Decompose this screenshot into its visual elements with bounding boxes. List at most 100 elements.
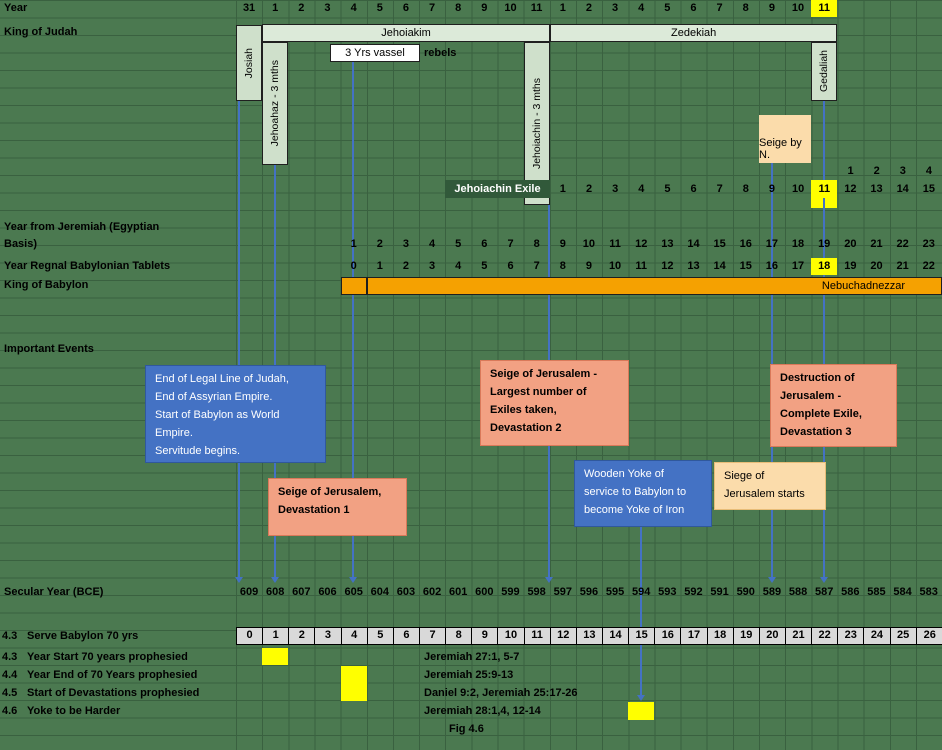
regnal-year-cell: 14: [713, 260, 726, 272]
year-cell: 3: [611, 2, 619, 14]
seige-by-n-box: Seige by N.: [759, 115, 812, 163]
serve-year-cell: 1: [263, 628, 290, 644]
jehoahaz-box: Jehoahaz - 3 mths: [262, 42, 289, 165]
year-row-label: Year: [4, 2, 28, 14]
year-cell: 8: [742, 2, 749, 14]
jeremiah-year-cell: 6: [481, 238, 488, 250]
jeremiah-year-cell: 23: [922, 238, 935, 250]
serve-year-cell: 23: [838, 628, 865, 644]
serve-year-cell: 13: [577, 628, 603, 644]
jeremiah-year-cell: 19: [818, 238, 831, 250]
regnal-year-cell: 18: [811, 258, 838, 275]
josiah-box: Josiah: [236, 25, 263, 101]
regnal-year-cell: 22: [922, 260, 935, 272]
year-cell: 9: [481, 2, 488, 14]
regnal-year-cell: 4: [455, 260, 462, 272]
serve-year-cell: 4: [342, 628, 368, 644]
serve-year-cell: 3: [315, 628, 342, 644]
secular-year-label: Secular Year (BCE): [4, 586, 104, 598]
year-cell: 7: [428, 2, 436, 14]
secular-year-cell: 584: [893, 586, 912, 598]
event-siege-starts-box: Siege of Jerusalem starts: [714, 462, 826, 510]
serve-year-cell: 22: [812, 628, 839, 644]
jeremiah-year-cell: 12: [635, 238, 648, 250]
secular-year-cell: 609: [239, 586, 259, 598]
row-year-end-70: 4.4 Year End of 70 Years prophesied Jere…: [0, 666, 942, 684]
year-cell: 4: [638, 2, 645, 14]
exile-year-cell: 1: [559, 183, 566, 195]
row-number: 4.5: [2, 687, 18, 699]
serve-year-cell: 10: [498, 628, 525, 644]
regnal-year-cell: 3: [429, 260, 436, 272]
event-legal-line-box: End of Legal Line of Judah, End of Assyr…: [145, 365, 326, 463]
gedaliah-label: Gedaliah: [818, 50, 831, 93]
jehoiachin-label: Jehoiachin - 3 mths: [530, 77, 543, 170]
serve-year-cell: 5: [368, 628, 394, 644]
year-cell: 6: [402, 2, 409, 14]
post-destruction-year-cell: 1: [847, 165, 854, 177]
regnal-year-cell: 5: [481, 260, 488, 272]
nebuchadnezzar-reign-band: Nebuchadnezzar: [366, 277, 942, 295]
year-cell: 7: [716, 2, 723, 14]
secular-year-cell: 604: [370, 586, 389, 598]
serve-year-cell: 20: [760, 628, 786, 644]
secular-year-cell: 602: [422, 586, 442, 598]
regnal-year-cell: 15: [739, 260, 752, 272]
regnal-year-cell: 7: [533, 260, 540, 272]
serve-year-cell: 12: [551, 628, 577, 644]
jehoiakim-reign-band: Jehoiakim: [262, 24, 550, 42]
regnal-year-cell: 20: [870, 260, 883, 272]
jehoiachin-exile-header: Jehoiachin Exile: [445, 180, 550, 198]
jeremiah-year-cell: 1: [350, 238, 357, 250]
serve-row-label: Serve Babylon 70 yrs: [27, 630, 139, 642]
event-siege2-box: Seige of Jerusalem - Largest number of E…: [480, 360, 629, 446]
scripture-ref: Daniel 9:2, Jeremiah 25:17-26: [424, 687, 578, 699]
jeremiah-row-label: Year from Jeremiah (Egyptian Basis): [4, 221, 160, 250]
serve-year-cell: 16: [655, 628, 682, 644]
exile-year-cell: 11: [811, 180, 838, 198]
row-number: 4.4: [2, 669, 18, 681]
year-cell: 9: [768, 2, 775, 14]
secular-year-cell: 585: [867, 586, 886, 598]
regnal-year-cell: 21: [896, 260, 909, 272]
regnal-year-cell: 11: [635, 260, 648, 272]
scripture-ref: Jeremiah 25:9-13: [424, 669, 514, 681]
exile-year-cell: 15: [922, 183, 935, 195]
jeremiah-year-cell: 17: [765, 238, 779, 250]
important-events-label: Important Events: [4, 343, 94, 355]
secular-year-cell: 603: [396, 586, 416, 598]
jeremiah-year-cell: 8: [533, 238, 540, 250]
regnal-year-cell: 12: [661, 260, 674, 272]
serve-year-cell: 0: [237, 628, 264, 644]
year-cell: 10: [504, 2, 517, 14]
event-destruction-box: Destruction of Jerusalem - Complete Exil…: [770, 364, 897, 447]
scripture-ref: Jeremiah 28:1,4, 12-14: [424, 705, 541, 717]
jehoahaz-label: Jehoahaz - 3 mths: [269, 60, 282, 147]
event-siege1-box: Seige of Jerusalem, Devastation 1: [268, 478, 407, 536]
row-year-start-70: 4.3 Year Start 70 years prophesied Jerem…: [0, 648, 942, 666]
serve-year-cell: 18: [708, 628, 734, 644]
year-cell: 4: [350, 2, 357, 14]
secular-year-cell: 601: [449, 586, 468, 598]
babylon-regnal-label: Year Regnal Babylonian Tablets: [4, 260, 171, 272]
regnal-year-cell: 1: [376, 260, 383, 272]
serve-year-cell: 6: [394, 628, 420, 644]
year-cell: 5: [376, 2, 383, 14]
zedekiah-reign-band: Zedekiah: [549, 24, 838, 42]
serve-year-cell: 2: [289, 628, 316, 644]
exile-year-cell: 13: [870, 183, 883, 195]
row-number: 4.3: [2, 651, 18, 663]
year-cell: 1: [272, 2, 279, 14]
exile-year-cell: 12: [844, 183, 857, 195]
secular-year-cell: 594: [632, 586, 651, 598]
exile-year-cell: 9: [768, 183, 776, 195]
year-cell: 11: [530, 2, 543, 14]
secular-year-cell: 608: [266, 586, 285, 598]
year-cell: 1: [559, 2, 566, 14]
regnal-year-cell: 9: [585, 260, 592, 272]
jeremiah-year-cell: 11: [609, 238, 621, 250]
king-of-babylon-label: King of Babylon: [4, 279, 89, 291]
jeremiah-year-cell: 3: [402, 238, 409, 250]
